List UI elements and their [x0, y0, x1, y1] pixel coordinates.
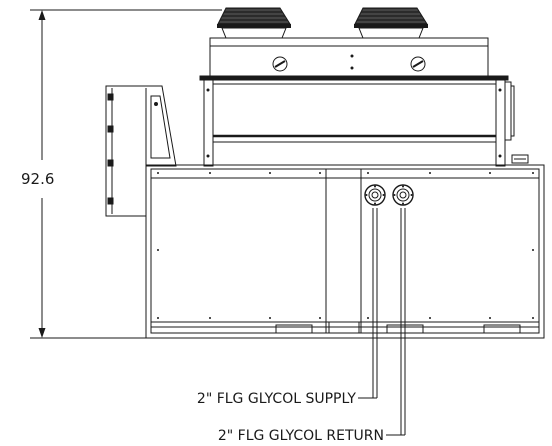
- arrow-up-icon: [38, 10, 46, 20]
- fan-left: [217, 7, 291, 39]
- fan-motor-disconnect-icon: [272, 56, 288, 72]
- panel-outline: [105, 85, 177, 217]
- hinge-icon: [107, 125, 114, 133]
- fan-guard-icon: [217, 7, 291, 25]
- height-dimension-label: 92.6: [21, 170, 54, 188]
- electrical-panel: [105, 85, 177, 217]
- hinge-icon: [107, 197, 114, 205]
- center-opening: [328, 321, 360, 334]
- main-cabinet: [145, 164, 545, 339]
- right-post: [495, 79, 506, 167]
- fan-collar: [358, 27, 424, 39]
- fan-collar: [221, 27, 287, 39]
- lift-slot: [483, 324, 521, 334]
- junction-box: [511, 154, 529, 164]
- fan-guard-rim: [217, 24, 291, 28]
- fan-motor-disconnect-icon: [410, 56, 426, 72]
- glycol-return-label: 2" FLG GLYCOL RETURN: [218, 428, 384, 444]
- panel-fasteners: [157, 172, 534, 319]
- hinge-icon: [107, 93, 114, 101]
- left-post: [203, 79, 214, 167]
- fan-deck-panel: [209, 37, 489, 79]
- panel-door: [150, 95, 171, 159]
- fan-guard-rim: [354, 24, 428, 28]
- glycol-supply-label: 2" FLG GLYCOL SUPPLY: [197, 391, 357, 407]
- fan-guard-icon: [354, 7, 428, 25]
- hinge-icon: [107, 159, 114, 167]
- lift-slot: [275, 324, 313, 334]
- height-dimension: [30, 9, 222, 339]
- cabinet-inner: [150, 168, 540, 334]
- side-bracket: [504, 81, 512, 141]
- fan-right: [354, 7, 428, 39]
- arrow-down-icon: [38, 328, 46, 338]
- glycol-supply-flange: [364, 184, 386, 206]
- upper-module: [199, 37, 529, 167]
- flange-icon: [364, 184, 386, 206]
- flange-icon: [392, 184, 414, 206]
- cabinet-outline: [145, 164, 545, 339]
- upper-top-rail: [199, 75, 509, 81]
- glycol-return-flange: [392, 184, 414, 206]
